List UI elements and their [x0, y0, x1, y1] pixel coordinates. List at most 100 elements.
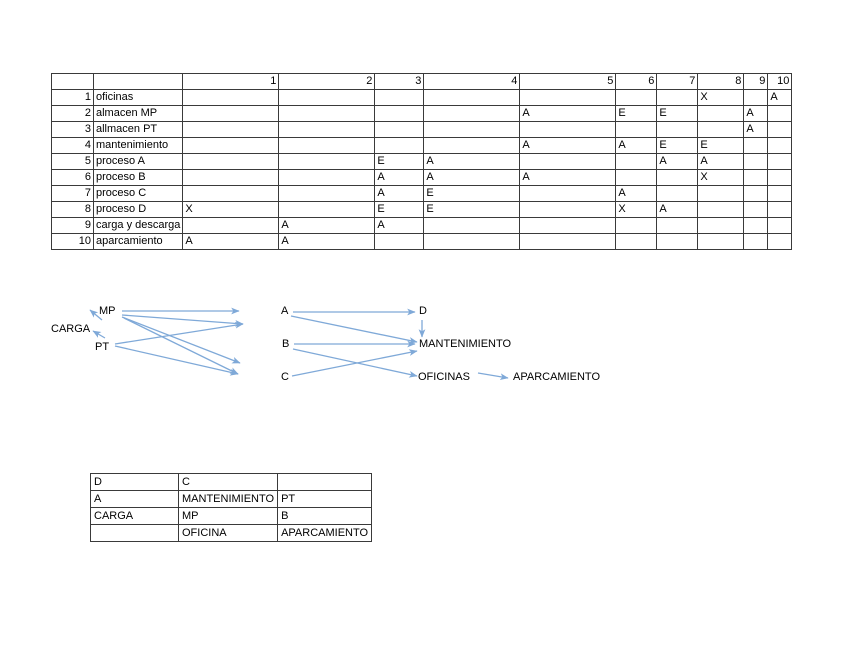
matrix-cell: A: [423, 153, 521, 170]
matrix-cell: [278, 89, 376, 106]
matrix-cell: [182, 217, 280, 234]
matrix-cell: A: [423, 169, 521, 186]
summary-cell: A: [90, 490, 179, 508]
matrix-cell: [182, 185, 280, 202]
matrix-cell: A: [182, 233, 280, 250]
matrix-cell: E: [374, 153, 425, 170]
row-index-cell: 7: [51, 185, 94, 202]
row-name-cell: oficinas: [92, 89, 184, 106]
diagram-node-c: C: [281, 371, 289, 383]
matrix-cell: A: [697, 153, 745, 170]
matrix-cell: A: [615, 185, 658, 202]
matrix-cell: E: [656, 105, 699, 122]
matrix-cell: A: [278, 217, 376, 234]
matrix-cell: [374, 121, 425, 138]
summary-cell: D: [90, 473, 179, 491]
summary-cell: MP: [177, 507, 279, 525]
row-name-cell: proceso D: [92, 201, 184, 218]
matrix-cell: [656, 233, 699, 250]
matrix-cell: E: [374, 201, 425, 218]
matrix-cell: [767, 137, 793, 154]
matrix-cell: [697, 185, 745, 202]
summary-cell: CARGA: [90, 507, 179, 525]
matrix-cell: [278, 153, 376, 170]
matrix-cell: A: [278, 233, 376, 250]
matrix-cell: [519, 185, 617, 202]
matrix-cell: [743, 137, 769, 154]
column-header-7: 7: [656, 73, 699, 90]
matrix-cell: X: [615, 201, 658, 218]
matrix-cell: [656, 217, 699, 234]
matrix-cell: [743, 217, 769, 234]
matrix-cell: E: [697, 137, 745, 154]
matrix-cell: [519, 153, 617, 170]
summary-cell: C: [177, 473, 279, 491]
row-name-cell: proceso A: [92, 153, 184, 170]
matrix-cell: [519, 121, 617, 138]
matrix-cell: [374, 89, 425, 106]
column-header-4: 4: [423, 73, 521, 90]
matrix-cell: [374, 105, 425, 122]
matrix-cell: X: [697, 89, 745, 106]
matrix-cell: A: [767, 89, 793, 106]
row-index-cell: 6: [51, 169, 94, 186]
row-index-cell: 1: [51, 89, 94, 106]
matrix-cell: [656, 169, 699, 186]
diagram-node-mantenimiento: MANTENIMIENTO: [419, 338, 512, 350]
matrix-cell: [423, 105, 521, 122]
row-index-cell: 3: [51, 121, 94, 138]
matrix-cell: [278, 169, 376, 186]
column-header-10: 10: [767, 73, 793, 90]
matrix-cell: [743, 201, 769, 218]
matrix-cell: A: [519, 169, 617, 186]
matrix-cell: E: [423, 185, 521, 202]
matrix-cell: [423, 233, 521, 250]
matrix-cell: [423, 121, 521, 138]
row-index-cell: 4: [51, 137, 94, 154]
arrow-c-to-mantenimiento: [291, 349, 418, 377]
matrix-cell: [767, 105, 793, 122]
matrix-cell: A: [743, 121, 769, 138]
row-name-cell: allmacen PT: [92, 121, 184, 138]
matrix-cell: [519, 233, 617, 250]
arrow-mp-to-c: [121, 316, 241, 364]
arrow-mp-to-carga: [89, 309, 103, 321]
matrix-cell: [182, 169, 280, 186]
matrix-cell: [697, 233, 745, 250]
matrix-cell: [615, 169, 658, 186]
matrix-cell: [615, 89, 658, 106]
matrix-cell: [743, 185, 769, 202]
row-name-cell: proceso B: [92, 169, 184, 186]
matrix-cell: X: [182, 201, 280, 218]
diagram-node-pt: PT: [95, 341, 110, 353]
arrow-mp-to-b: [121, 314, 244, 327]
column-header-8: 8: [697, 73, 745, 90]
column-header-5: 5: [519, 73, 617, 90]
matrix-cell: E: [656, 137, 699, 154]
matrix-cell: [374, 233, 425, 250]
matrix-cell: [767, 169, 793, 186]
matrix-cell: [278, 185, 376, 202]
matrix-cell: A: [615, 137, 658, 154]
summary-cell: [277, 473, 373, 491]
matrix-cell: [182, 89, 280, 106]
summary-cell: PT: [277, 490, 373, 508]
table-header-row: 1 2 3 4 5 6 7 8 9 10: [51, 73, 793, 90]
matrix-cell: [182, 105, 280, 122]
matrix-cell: [767, 185, 793, 202]
arrow-mp-to-lower: [123, 317, 239, 375]
row-index-cell: 10: [51, 233, 94, 250]
row-index-cell: 8: [51, 201, 94, 218]
matrix-cell: [423, 217, 521, 234]
summary-cell: [90, 524, 179, 542]
matrix-cell: A: [743, 105, 769, 122]
column-header-2: 2: [278, 73, 376, 90]
row-name-cell: carga y descarga: [92, 217, 184, 234]
matrix-cell: [374, 137, 425, 154]
